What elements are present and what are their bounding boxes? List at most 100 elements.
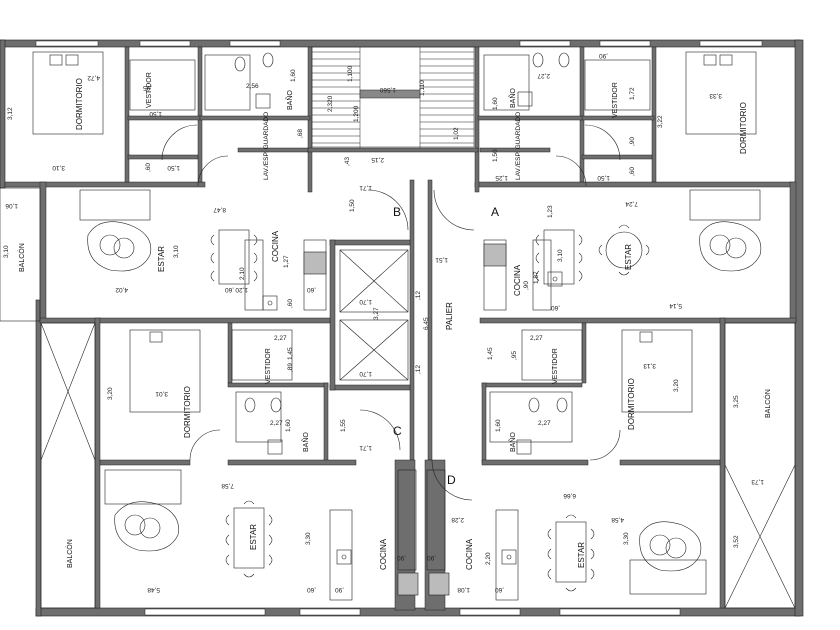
room-labels: DORMITORIO VESTIDOR BAÑO LAV./ESP. GUARD…	[17, 72, 772, 570]
dim-102: 1,02	[453, 127, 460, 140]
label-estar-tl: ESTAR	[157, 246, 166, 272]
label-cocina-bl: COCINA	[379, 538, 388, 570]
dim-227-c: 2,27	[530, 335, 543, 342]
dim-2320: 2,320	[327, 95, 334, 112]
dim-514: 5,14	[669, 302, 682, 309]
dim-12-a: ,12	[415, 291, 422, 300]
label-dormitorio-mr: DORMITORIO	[627, 378, 636, 430]
dimensions: 4,72 3,12 3,10 ,95 1,50 2,56 1,60 ,68 2,…	[3, 52, 764, 593]
dim-106: 1,06	[5, 202, 18, 209]
bottom-windows	[144, 608, 681, 616]
dim-666: 6,66	[563, 492, 576, 499]
label-bano-mr: BAÑO	[508, 432, 517, 452]
balcony-left-top	[0, 187, 41, 322]
label-vestidor-mr: VESTIDOR	[552, 348, 559, 384]
dim-327: 3,27	[373, 307, 380, 320]
dim-758: 7,58	[221, 482, 234, 489]
label-lav-tl: LAV./ESP. GUARDADO	[263, 112, 270, 180]
label-cocina-tr: COCINA	[513, 264, 522, 296]
dim-150-e: 1,50	[349, 199, 356, 212]
unit-letters: B A C D	[393, 205, 499, 487]
dim-155: 1,55	[340, 419, 347, 432]
furniture	[32, 51, 762, 601]
balcony-left-bottom	[40, 322, 96, 609]
dim-320-b: 3,20	[107, 387, 114, 400]
dim-108: 1,08	[457, 586, 470, 593]
dim-187: 1,87	[533, 271, 540, 284]
dim-90-d: ,90	[335, 586, 344, 593]
label-cocina-br: COCINA	[465, 538, 474, 570]
dim-170-b: 1,70	[359, 370, 372, 377]
dim-310-c: 3,10	[173, 245, 180, 258]
unit-d: D	[447, 473, 456, 487]
dim-90-a: ,90	[599, 52, 608, 59]
dim-145-b: 1,45	[487, 347, 494, 360]
dim-330-b: 3,30	[623, 532, 630, 545]
dim-90-c: ,90	[523, 281, 530, 290]
dim-215: 2,15	[371, 156, 384, 163]
dim-160-d: 1,60	[495, 419, 502, 432]
label-dormitorio-tl: DORMITORIO	[75, 78, 84, 130]
dim-60-c: ,60	[225, 286, 234, 293]
dim-210: 2,10	[239, 267, 246, 280]
dim-227-d: 2,27	[270, 420, 283, 427]
dim-227-e: 2,27	[538, 420, 551, 427]
dim-95-b: ,95	[511, 351, 518, 360]
label-vestidor-tr: VESTIDOR	[612, 82, 619, 118]
dim-172: 1,72	[629, 87, 636, 100]
dim-90-e: ,90	[397, 554, 406, 561]
dim-150-a: 1,50	[149, 110, 162, 117]
label-palier: PALIER	[445, 302, 454, 330]
elevator-shafts	[339, 249, 409, 381]
label-vestidor-ml: VESTIDOR	[265, 348, 272, 384]
label-balcon-bl: BALCÓN	[65, 539, 74, 568]
unit-a: A	[491, 205, 499, 219]
label-estar-bl: ESTAR	[249, 524, 258, 550]
chairs	[210, 224, 650, 592]
balcony-right	[724, 322, 796, 609]
label-vestidor-tl: VESTIDOR	[146, 72, 153, 108]
dim-150-d: 1,50	[167, 164, 180, 171]
top-windows	[35, 40, 763, 47]
dim-171-a: 1,71	[359, 184, 372, 191]
dim-310: 3,10	[52, 164, 65, 171]
dim-160-b: 1,60	[492, 97, 499, 110]
dim-220: 2,20	[485, 552, 492, 565]
dim-1100: 1,100	[347, 65, 354, 82]
label-lav-tr: LAV./ESP. GUARDADO	[515, 112, 522, 180]
dim-724: 7,24	[625, 200, 638, 207]
unit-b: B	[393, 205, 401, 219]
dim-548: 5,48	[147, 586, 160, 593]
dim-160: 1,60	[290, 69, 297, 82]
dim-320-a: 3,20	[673, 379, 680, 392]
dim-171-b: 1,71	[359, 444, 372, 451]
dim-313: 3,13	[643, 362, 656, 369]
dim-60-a: ,60	[629, 167, 636, 176]
dim-333: 3,33	[709, 92, 722, 99]
label-balcon-tl: BALCÓN	[17, 243, 26, 272]
dim-60-b: ,60	[145, 163, 152, 172]
dim-325: 3,25	[733, 395, 740, 408]
stairs	[311, 46, 475, 148]
dim-256: 2,56	[246, 83, 259, 90]
dim-160-c: 1,60	[285, 419, 292, 432]
dim-145-a: 1,45	[287, 347, 294, 360]
dim-95: ,95	[143, 84, 152, 91]
dim-458: 4,58	[611, 516, 624, 523]
label-estar-tr: ESTAR	[624, 244, 633, 270]
dim-227-b: 2,27	[274, 335, 287, 342]
label-cocina-tl: COCINA	[271, 230, 280, 262]
dim-301: 3,01	[155, 390, 168, 397]
dim-151: 1,51	[435, 256, 448, 263]
dim-173: 1,73	[751, 478, 764, 485]
dim-60-f: ,60	[551, 304, 560, 311]
dim-352: 3,52	[733, 535, 740, 548]
dim-645: 6,45	[423, 317, 430, 330]
dim-227-a: 2,27	[537, 72, 550, 79]
dim-12-b: ,12	[415, 365, 422, 374]
dim-90-b: ,90	[629, 137, 636, 146]
label-bano-tr: BAÑO	[508, 88, 517, 108]
dim-60-g: ,60	[307, 586, 316, 593]
dim-228: 2,28	[451, 516, 464, 523]
